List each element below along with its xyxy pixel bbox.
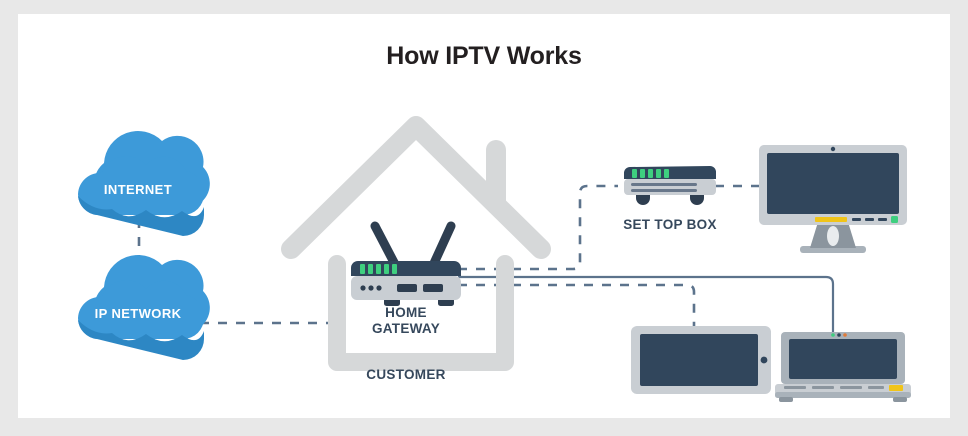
monitor-dash-2 <box>865 218 874 221</box>
laptop-vent-1 <box>784 386 806 389</box>
router-led-5 <box>392 264 397 274</box>
line-gateway-to-set-top-box <box>458 184 618 271</box>
connection-lines-layer <box>137 184 835 332</box>
cloud-internet-bottom <box>77 156 205 215</box>
monitor-camera-icon <box>830 146 836 152</box>
laptop-vent-3 <box>840 386 862 389</box>
stb-slot-1 <box>631 183 697 186</box>
laptop-vent-4 <box>868 386 884 389</box>
router-led-4 <box>384 264 389 274</box>
page-title: How IPTV Works <box>386 42 582 70</box>
label-home-gateway: HOME GATEWAY <box>336 305 476 337</box>
house-walls <box>328 255 514 371</box>
stb-led-5 <box>664 169 669 178</box>
router-dot-1 <box>360 285 366 291</box>
clouds-layer <box>77 131 210 360</box>
laptop-vent-2 <box>812 386 834 389</box>
monitor-dash-1 <box>852 218 861 221</box>
label-home-gateway-line1: HOME <box>385 305 427 320</box>
laptop-foot-left <box>779 397 793 402</box>
laptop-camera-icon <box>837 333 841 337</box>
cloud-internet-shade <box>78 196 204 236</box>
router-led-1 <box>360 264 365 274</box>
router-port-2 <box>423 284 443 292</box>
laptop-camera-led-icon <box>843 333 847 337</box>
cloud-internet <box>77 131 210 236</box>
stb-led-3 <box>648 169 653 178</box>
monitor-stand-cutout <box>827 226 839 246</box>
device-tablet[interactable] <box>18 14 950 418</box>
router-dot-2 <box>368 285 374 291</box>
stb-slot-2 <box>631 189 697 192</box>
house-outline <box>281 116 551 371</box>
label-home-gateway-line2: GATEWAY <box>371 321 441 336</box>
laptop-camera-led2-icon <box>831 333 835 337</box>
line-gateway-to-laptop <box>458 275 835 332</box>
cloud-label-ip-network: IP NETWORK <box>94 306 182 321</box>
line-gateway-to-tablet <box>458 283 696 326</box>
router-led-2 <box>368 264 373 274</box>
router-port-1 <box>397 284 417 292</box>
stb-led-1 <box>632 169 637 178</box>
monitor-gold-strip <box>815 217 847 222</box>
stb-foot-left <box>636 193 650 205</box>
tablet-screen <box>640 334 758 386</box>
tablet-home-button[interactable] <box>760 356 768 364</box>
router-dot-3 <box>376 285 382 291</box>
stb-top <box>624 166 716 179</box>
router-led-3 <box>376 264 381 274</box>
device-laptop[interactable] <box>18 14 950 418</box>
monitor-screen <box>767 153 899 214</box>
label-set-top-box: SET TOP BOX <box>623 217 717 232</box>
monitor-dash-3 <box>878 218 887 221</box>
laptop-base-shadow <box>775 392 911 398</box>
device-monitor[interactable] <box>18 14 950 418</box>
cloud-ip-network-shade <box>78 320 204 360</box>
cloud-label-internet: INTERNET <box>103 182 173 197</box>
label-customer: CUSTOMER <box>366 367 446 382</box>
laptop-screen <box>789 339 897 379</box>
diagram-canvas: How IPTV Works <box>18 14 950 418</box>
laptop-foot-right <box>893 397 907 402</box>
laptop-gold-indicator <box>889 385 903 391</box>
device-home-gateway[interactable] <box>18 14 950 418</box>
stb-foot-right <box>690 193 704 205</box>
cloud-ip-network-bottom <box>77 280 205 339</box>
device-set-top-box[interactable] <box>18 14 950 418</box>
cloud-ip-network <box>77 255 210 360</box>
monitor-power-led <box>891 216 898 223</box>
stb-led-2 <box>640 169 645 178</box>
stb-led-4 <box>656 169 661 178</box>
